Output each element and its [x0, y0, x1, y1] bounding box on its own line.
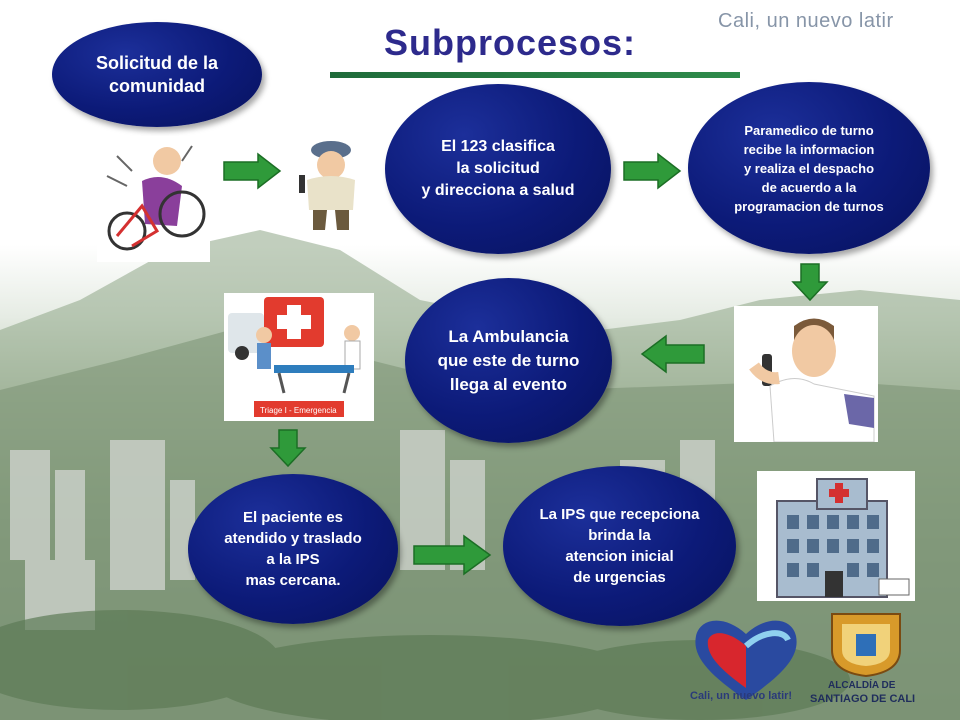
step-request-oval: Solicitud de la comunidad [52, 22, 262, 127]
alcaldia-line1: ALCALDÍA DE [828, 680, 896, 691]
step-transfer-text: El paciente es atendido y traslado a la … [224, 509, 362, 589]
arrow-right-icon [413, 534, 492, 576]
cali-nuevo-latir-logo [695, 620, 797, 700]
arrow-down-icon [269, 429, 307, 468]
step-ips-text: La IPS que recepciona brinda la atencion… [539, 506, 700, 586]
ambulance-caption: Triage I - Emergencia [260, 406, 337, 415]
step-classify-text: El 123 clasifica la solicitud y direccio… [421, 138, 575, 199]
distressed-person-illustration [97, 136, 210, 262]
step-dispatch-oval: Paramedico de turno recibe la informacio… [688, 82, 930, 254]
brand-tagline: Cali, un nuevo latir [718, 10, 894, 32]
paramedic-radio-illustration [734, 306, 878, 442]
arrow-down-icon [791, 263, 829, 302]
step-transfer-oval: El paciente es atendido y traslado a la … [188, 474, 398, 624]
alcaldia-line2: SANTIAGO DE CALI [810, 693, 916, 705]
step-dispatch-text: Paramedico de turno recibe la informacio… [734, 122, 884, 214]
step-ips-oval: La IPS que recepciona brinda la atencion… [503, 466, 736, 626]
ambulance-triage-illustration: Triage I - Emergencia [224, 293, 374, 421]
operator-illustration [287, 130, 375, 234]
hospital-illustration [757, 471, 915, 601]
step-classify-oval: El 123 clasifica la solicitud y direccio… [385, 84, 611, 254]
arrow-right-icon [623, 152, 682, 190]
arrow-left-icon [640, 334, 705, 374]
title-underline [330, 72, 740, 78]
step-ambulance-oval: La Ambulancia que este de turno llega al… [405, 278, 612, 443]
step-request-text: Solicitud de la comunidad [95, 52, 219, 96]
page-title: Subprocesos: [384, 22, 637, 63]
logo-tagline: Cali, un nuevo latir! [690, 690, 793, 702]
step-ambulance-text: La Ambulancia que este de turno llega al… [437, 326, 580, 394]
arrow-right-icon [223, 152, 282, 190]
santiago-de-cali-shield-icon [831, 613, 901, 678]
